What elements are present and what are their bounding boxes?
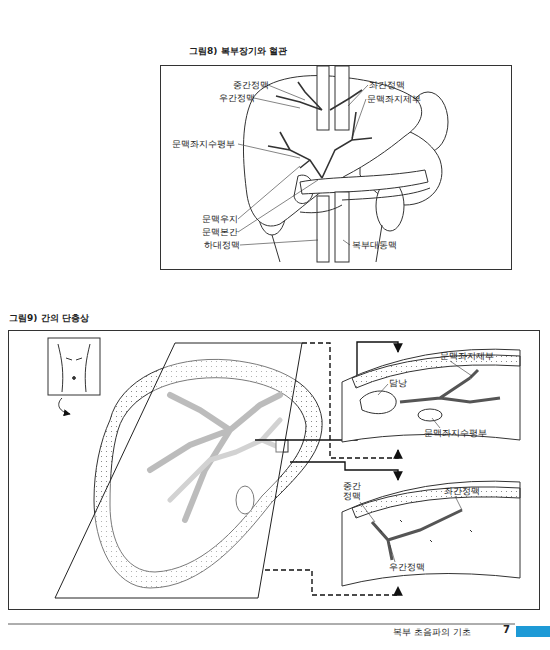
leader-line [254, 98, 300, 108]
footer-bar [516, 626, 550, 637]
torso-icon-frame [48, 338, 100, 395]
part-label: 문맥우지 [202, 214, 238, 224]
part-label: 문맥좌지제부 [367, 94, 421, 104]
footer-text: 7 [503, 625, 510, 635]
liver-section-illustration [48, 338, 322, 598]
footer-text: 복부 초음파의 기초 [393, 627, 471, 637]
part-label: 중간정맥 [233, 80, 269, 90]
footer [8, 624, 550, 637]
leader-line [240, 240, 318, 245]
part-label: 우간정맥 [219, 93, 255, 103]
vena-cava [317, 66, 329, 130]
figure-title: 그림8) 복부장기와 혈관 [189, 45, 287, 58]
leader-line [348, 85, 368, 106]
aorta [335, 66, 349, 130]
figure-title: 그림9) 간의 단층상 [9, 312, 89, 325]
leader-line [352, 99, 366, 138]
part-label: 문맥본간 [202, 227, 238, 237]
footer-rule [8, 624, 515, 625]
scan-fan [342, 481, 520, 586]
aorta [335, 192, 349, 262]
part-label: 좌간정맥 [444, 486, 480, 496]
liver [243, 76, 421, 226]
part-label: 문맥좌지제부 [440, 351, 494, 361]
leader-lines [238, 85, 472, 562]
leader-line [238, 166, 300, 219]
leader-line [450, 361, 472, 376]
echo-spots [380, 520, 472, 542]
part-label: 하대정맥 [204, 240, 240, 250]
leader-line [343, 240, 350, 245]
vena-cava [317, 196, 329, 262]
abdomen-illustration [243, 66, 448, 262]
vessel-section [418, 409, 442, 421]
leader-line [238, 180, 318, 232]
figure-frame: 그림8) 복부장기와 혈관 [160, 65, 512, 270]
gallbladder [360, 391, 396, 414]
scan-fan [342, 349, 520, 442]
ultrasound-scan [342, 349, 520, 586]
leader-line [268, 85, 305, 100]
part-label: 문맥좌지수평부 [424, 428, 487, 438]
part-label: 좌간정맥 [369, 80, 405, 90]
vessel [300, 188, 430, 213]
skin-layer [352, 355, 520, 388]
part-label: 담낭 [389, 378, 407, 388]
solid-bracket [290, 462, 398, 480]
view-arrow [59, 398, 70, 414]
leader-line [432, 418, 440, 428]
part-label: 우간정맥 [389, 562, 425, 572]
portal-vein [268, 112, 372, 178]
torso-icon [73, 377, 76, 380]
torso-icon [58, 344, 90, 392]
hepatic-vein [372, 510, 462, 560]
portal-vein [400, 370, 500, 402]
figure-frame: 그림9) 간의 단층상 [8, 330, 540, 610]
leader-line [455, 496, 462, 510]
part-label: 중간 정맥 [343, 481, 365, 501]
section-plane [55, 343, 302, 598]
skin-layer [352, 487, 520, 518]
leader-line [378, 384, 388, 395]
part-label: 복부대동맥 [352, 240, 397, 250]
part-label: 문맥좌지수평부 [172, 139, 235, 149]
leader-line [390, 545, 395, 562]
leader-line [360, 502, 375, 522]
leader-line [238, 144, 300, 158]
